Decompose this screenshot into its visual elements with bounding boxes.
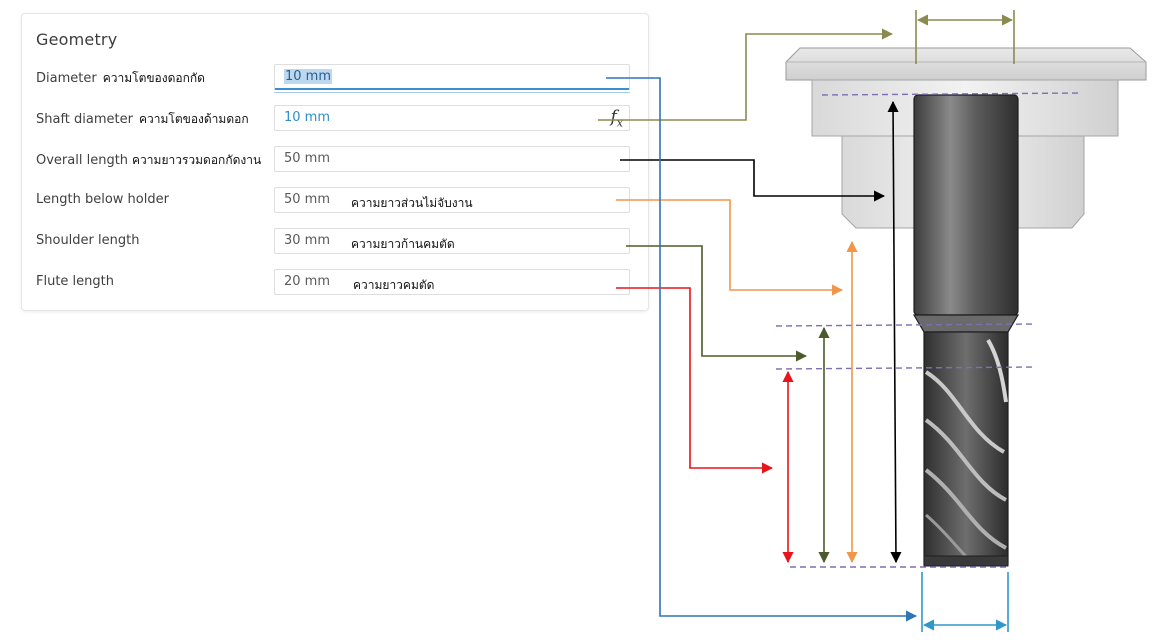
thai-overall-length: ความยาวรวมดอกกัดงาน: [132, 153, 262, 167]
row-shoulder-length: Shoulder length 30 mm ความยาวก้านคมตัด: [22, 228, 648, 256]
flute-length-leader: [616, 287, 794, 564]
fx-icon[interactable]: fx: [610, 107, 623, 130]
shoulder-length-input[interactable]: 30 mm ความยาวก้านคมตัด: [274, 228, 630, 254]
overall-length-leader: [620, 100, 902, 564]
diameter-input[interactable]: 10 mm: [274, 64, 630, 93]
thai-flute-length: ความยาวคมตัด: [353, 278, 435, 292]
length-below-holder-leader: [616, 199, 858, 564]
overall-length-value: 50 mm: [284, 151, 331, 166]
shaft-diameter-leader: [598, 10, 1015, 121]
length-below-holder-input[interactable]: 50 mm ความยาวส่วนไม่จับงาน: [274, 187, 630, 213]
diameter-value: 10 mm: [284, 69, 333, 84]
panel-title: Geometry: [36, 30, 118, 49]
label-length-below-holder: Length below holder: [36, 192, 169, 207]
row-length-below-holder: Length below holder 50 mm ความยาวส่วนไม่…: [22, 187, 648, 215]
shaft-diameter-input[interactable]: 10 mm fx: [274, 105, 630, 131]
shoulder-length-leader: [626, 245, 830, 564]
shaft-diameter-value: 10 mm: [284, 110, 331, 125]
flute-length-input[interactable]: 20 mm ความยาวคมตัด: [274, 269, 630, 295]
label-flute-length: Flute length: [36, 274, 114, 289]
flute-length-value: 20 mm: [284, 274, 331, 289]
length-below-holder-value: 50 mm: [284, 192, 331, 207]
diameter-leader: [606, 77, 1009, 632]
row-flute-length: Flute length 20 mm ความยาวคมตัด: [22, 269, 648, 297]
label-shoulder-length: Shoulder length: [36, 233, 140, 248]
thai-length-below-holder: ความยาวส่วนไม่จับงาน: [351, 196, 473, 210]
end-mill: [912, 94, 1020, 567]
overall-length-input[interactable]: 50 mm: [274, 146, 630, 172]
thai-shoulder-length: ความยาวก้านคมตัด: [351, 237, 455, 251]
thai-shaft-diameter: ความโตของด้ามดอก: [138, 112, 249, 126]
shoulder-length-value: 30 mm: [284, 233, 331, 248]
thai-diameter: ความโตของดอกกัด: [102, 71, 205, 85]
